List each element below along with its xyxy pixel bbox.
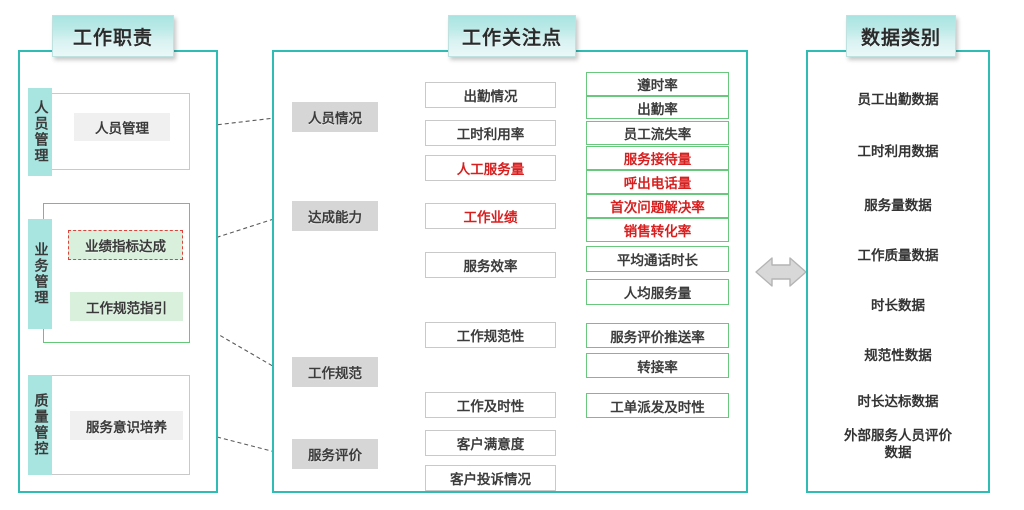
chip-personnel-management[interactable]: 人员管理 <box>74 113 170 141</box>
subject-customer-complaints[interactable]: 客户投诉情况 <box>425 465 556 491</box>
data-category-external-eval[interactable]: 外部服务人员评价 数据 <box>844 428 952 461</box>
data-category-standardization[interactable]: 规范性数据 <box>864 348 932 364</box>
group-box-business <box>43 203 190 343</box>
data-category-service-volume[interactable]: 服务量数据 <box>864 198 932 214</box>
metric-attendance-rate[interactable]: 出勤率 <box>586 96 729 119</box>
chip-performance-target[interactable]: 业绩指标达成 <box>68 230 183 260</box>
data-category-duration[interactable]: 时长数据 <box>871 298 925 314</box>
chip-work-standard-guide[interactable]: 工作规范指引 <box>70 292 183 321</box>
metric-outbound-call-volume[interactable]: 呼出电话量 <box>586 170 729 194</box>
category-work-standard[interactable]: 工作规范 <box>292 357 378 387</box>
subject-service-efficiency[interactable]: 服务效率 <box>425 252 556 278</box>
category-service-evaluation[interactable]: 服务评价 <box>292 439 378 469</box>
metric-punctuality-rate[interactable]: 遵时率 <box>586 72 729 96</box>
double-arrow-icon <box>755 257 807 287</box>
metric-service-reception-volume[interactable]: 服务接待量 <box>586 146 729 170</box>
subject-work-standardization[interactable]: 工作规范性 <box>425 322 556 348</box>
subject-manual-service-volume[interactable]: 人工服务量 <box>425 155 556 181</box>
subject-work-timeliness[interactable]: 工作及时性 <box>425 392 556 418</box>
data-category-work-quality[interactable]: 工作质量数据 <box>857 248 939 264</box>
data-category-attendance[interactable]: 员工出勤数据 <box>857 92 939 108</box>
metric-employee-turnover-rate[interactable]: 员工流失率 <box>586 121 729 145</box>
subject-customer-satisfaction[interactable]: 客户满意度 <box>425 430 556 456</box>
category-personnel-status[interactable]: 人员情况 <box>292 102 378 132</box>
chip-service-awareness[interactable]: 服务意识培养 <box>70 411 183 440</box>
subject-work-performance[interactable]: 工作业绩 <box>425 203 556 229</box>
panel-data-categories <box>806 50 990 493</box>
metric-transfer-rate[interactable]: 转接率 <box>586 353 729 378</box>
metric-average-call-duration[interactable]: 平均通话时长 <box>586 246 729 272</box>
vertical-tag-business: 业务管理 <box>28 219 52 329</box>
category-achievement-ability[interactable]: 达成能力 <box>292 201 378 231</box>
vertical-tag-personnel: 人员管理 <box>28 88 52 176</box>
vertical-tag-quality-label: 质量管控 <box>32 393 49 457</box>
metric-evaluation-push-rate[interactable]: 服务评价推送率 <box>586 323 729 348</box>
vertical-tag-business-label: 业务管理 <box>32 242 49 306</box>
subject-work-hour-utilization[interactable]: 工时利用率 <box>425 120 556 146</box>
banner-responsibilities: 工作职责 <box>52 15 174 57</box>
metric-sales-conversion-rate[interactable]: 销售转化率 <box>586 218 729 242</box>
vertical-tag-personnel-label: 人员管理 <box>32 100 49 164</box>
metric-ticket-dispatch-timeliness[interactable]: 工单派发及时性 <box>586 393 729 418</box>
banner-data-categories: 数据类别 <box>846 15 956 57</box>
data-category-duration-target[interactable]: 时长达标数据 <box>857 394 939 410</box>
data-category-work-hours[interactable]: 工时利用数据 <box>857 144 939 160</box>
banner-focus-points: 工作关注点 <box>448 15 576 57</box>
subject-attendance-status[interactable]: 出勤情况 <box>425 82 556 108</box>
vertical-tag-quality: 质量管控 <box>28 375 52 475</box>
metric-service-volume-per-person[interactable]: 人均服务量 <box>586 279 729 305</box>
metric-first-resolution-rate[interactable]: 首次问题解决率 <box>586 194 729 218</box>
